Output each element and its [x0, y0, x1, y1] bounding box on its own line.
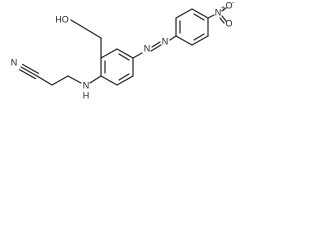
bond-ch2-ch2	[51, 75, 69, 86]
amine-h-label: H	[83, 90, 90, 100]
bond-ringB-6	[175, 35, 193, 46]
bond-azo-double-b	[150, 44, 162, 52]
bond-nitro-o2-b	[219, 17, 225, 24]
bond-ringA-1	[100, 48, 118, 59]
bond-nitro-o1	[221, 7, 227, 12]
nitro-group: N + O - O	[207, 0, 235, 28]
bond-ch2-oh	[70, 19, 87, 30]
azo-n1-label: N	[144, 43, 151, 53]
bond-ch2-2	[85, 28, 102, 39]
molecule-canvas: HO N H N N N	[0, 0, 236, 107]
bond-ringA-5	[100, 75, 118, 86]
bond-ringB-double-2	[193, 13, 205, 21]
bond-ringA-double-2	[118, 73, 130, 81]
bond-azo-double-a	[151, 41, 161, 48]
bond-n2-ring	[169, 35, 177, 41]
nitro-n-label: N	[215, 7, 222, 17]
bond-ringB-2	[175, 8, 193, 19]
bond-ring-nitro	[207, 14, 215, 19]
cyanoethylamino-chain: N H N	[11, 57, 102, 100]
benzene-ring-left	[100, 48, 134, 86]
bond-ring-nh	[89, 75, 102, 84]
benzene-ring-right	[175, 8, 209, 46]
bond-ring-n1	[132, 52, 143, 59]
hydroxyl-label: HO	[55, 14, 69, 24]
nitro-n-charge: +	[221, 5, 225, 12]
nitrile-n-label: N	[11, 57, 18, 67]
bond-ringB-5	[191, 35, 209, 46]
nitro-o2-label: O	[225, 18, 232, 28]
nitro-o1-label: O	[225, 0, 232, 10]
azo-n2-label: N	[162, 36, 169, 46]
azo-linkage: N N	[132, 35, 177, 59]
bond-ringA-4	[116, 75, 134, 86]
nitro-o1-charge: -	[232, 0, 235, 7]
bond-ch2-cn	[36, 75, 53, 86]
hydroxyethyl-chain: HO	[55, 14, 102, 59]
bond-ringA-2	[116, 48, 134, 59]
chemical-structure: HO N H N N N	[11, 0, 235, 100]
bond-nitro-o2-a	[221, 15, 227, 22]
bond-ringB-3	[191, 8, 209, 19]
bond-nh-ch2	[67, 75, 82, 84]
bond-triple-3	[18, 68, 37, 80]
bond-ringA-double-1	[118, 53, 130, 61]
bond-triple-1	[20, 66, 38, 77]
amine-n-label: N	[83, 80, 90, 90]
bond-triple-2	[21, 63, 40, 75]
bond-ringB-double-3	[193, 33, 205, 41]
